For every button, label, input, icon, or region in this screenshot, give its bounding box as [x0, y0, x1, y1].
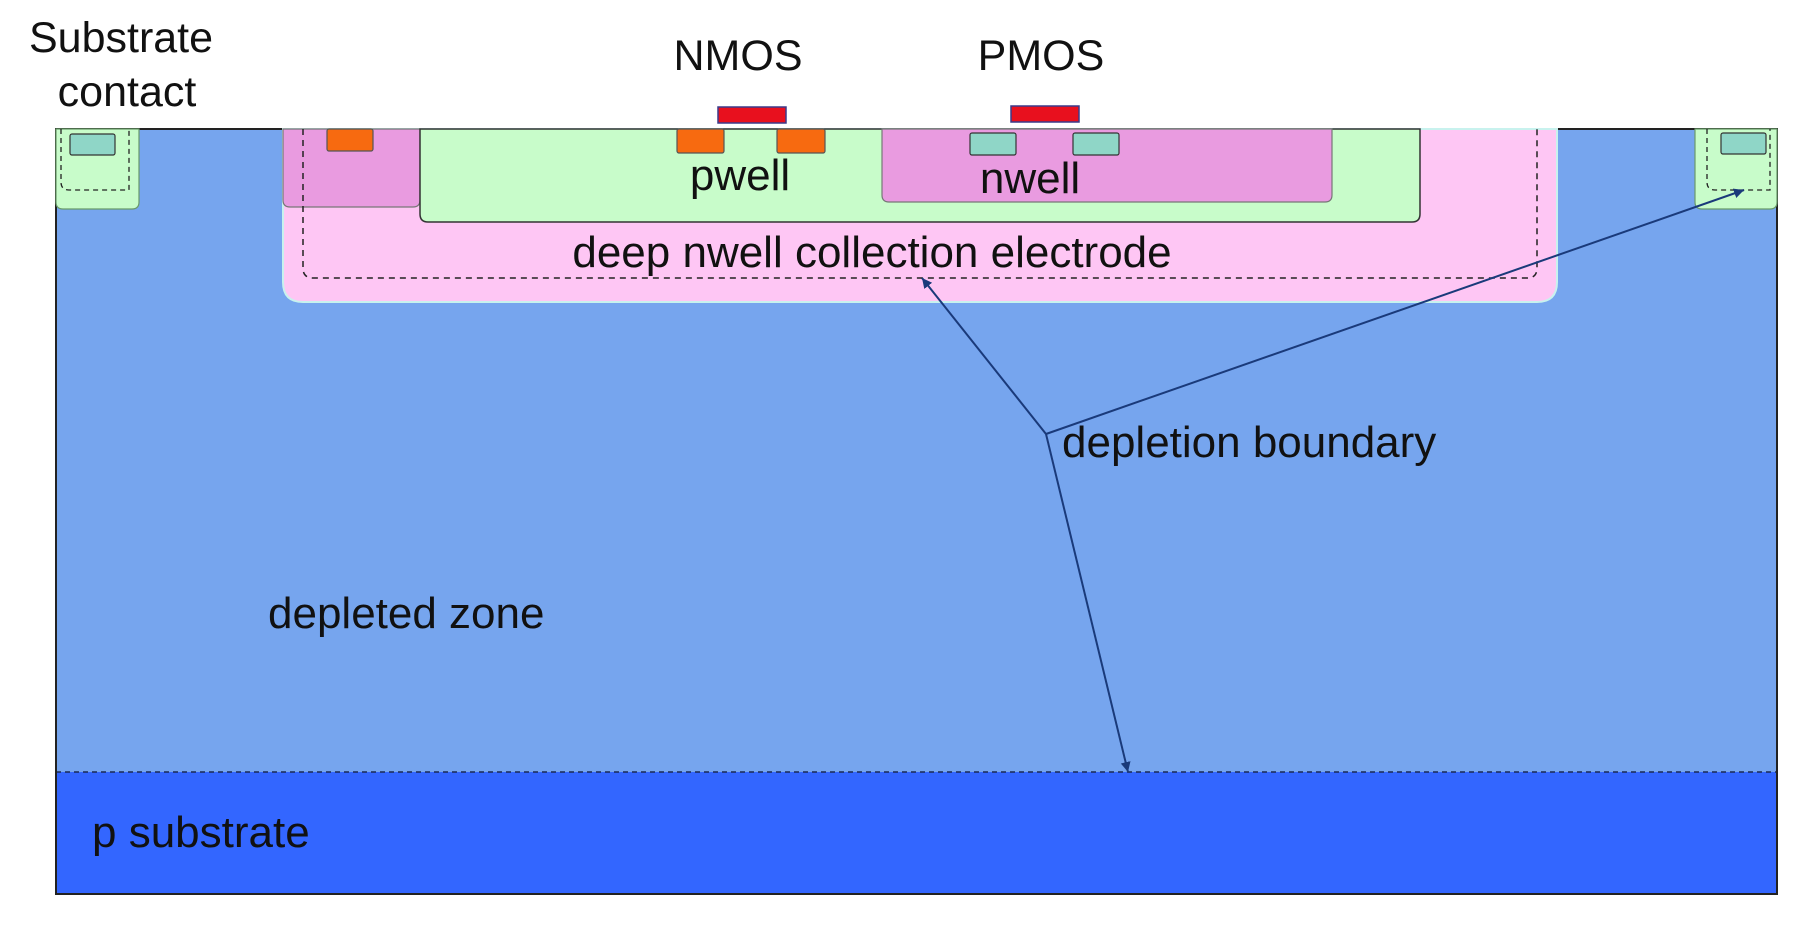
substrate-contact-label: Substrate contact	[29, 14, 225, 116]
arrow-to-substrate-boundary	[1045, 433, 1131, 773]
substrate-contact-depletion-right	[1706, 129, 1771, 191]
deep-nwell-depletion-boundary	[302, 129, 1538, 279]
nmos-source-diffusion	[676, 128, 725, 154]
nmos-drain-diffusion	[776, 128, 826, 154]
p-substrate-label: p substrate	[92, 808, 310, 857]
deep-nwell-label: deep nwell collection electrode	[572, 228, 1171, 277]
nwell-contact-diffusion	[326, 128, 374, 152]
p-substrate-region	[56, 772, 1777, 894]
nmos-label: NMOS	[674, 32, 803, 80]
substrate-contact-diffusion-right	[1720, 132, 1767, 155]
pmos-gate	[1010, 105, 1080, 123]
substrate-contact-diffusion-left	[69, 133, 116, 156]
pmos-label: PMOS	[978, 32, 1105, 80]
pmos-drain-diffusion	[1072, 132, 1120, 156]
depleted-zone-label: depleted zone	[268, 589, 544, 638]
depletion-boundary-label: depletion boundary	[1062, 418, 1436, 467]
substrate-contact-depletion-left	[60, 129, 130, 191]
nwell-label: nwell	[980, 154, 1080, 203]
substrate-contact-label-line2: contact	[58, 68, 197, 116]
pwell-label: pwell	[690, 151, 790, 200]
substrate-contact-label-line1: Substrate	[29, 14, 213, 62]
arrow-to-deep-nwell-boundary	[921, 277, 1047, 435]
arrow-to-substrate-contact-boundary	[1045, 188, 1745, 435]
nmos-gate	[717, 106, 787, 124]
pmos-source-diffusion	[969, 132, 1017, 156]
